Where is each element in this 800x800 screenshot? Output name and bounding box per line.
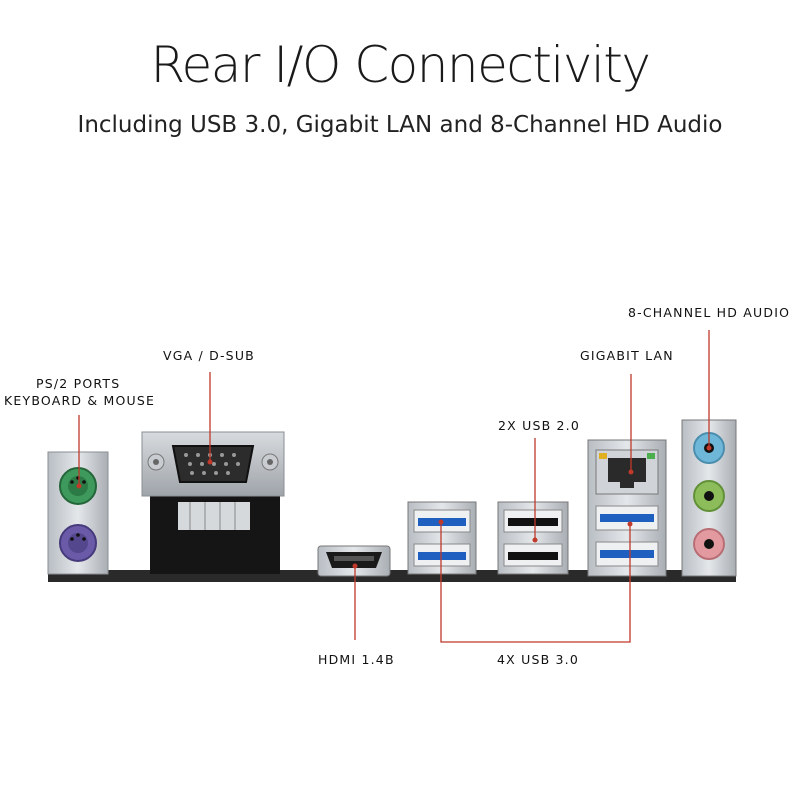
audio-jacks [681, 419, 737, 577]
ps2-label-line1: PS/2 PORTS [36, 376, 121, 391]
audio-label: 8-CHANNEL HD AUDIO [628, 305, 791, 320]
usb3-callout-line [440, 522, 631, 643]
hdmi-port [317, 545, 391, 577]
hdmi-label: HDMI 1.4B [318, 652, 395, 667]
callout-dots [76, 445, 712, 569]
vga-port [141, 431, 285, 574]
ps2-port-block [47, 451, 109, 575]
usb2-label: 2X USB 2.0 [498, 418, 581, 433]
usb3-stack-left [407, 501, 477, 575]
page-title: Rear I/O Connectivity [150, 36, 652, 94]
callout-lines [78, 330, 710, 643]
vga-label: VGA / D-SUB [163, 348, 255, 363]
lan-label: GIGABIT LAN [580, 348, 674, 363]
usb3-label: 4X USB 3.0 [497, 652, 580, 667]
usb2-stack [497, 501, 569, 575]
page-subtitle: Including USB 3.0, Gigabit LAN and 8-Cha… [77, 112, 723, 138]
lan-usb3-stack [587, 439, 667, 577]
ps2-label-line2: KEYBOARD & MOUSE [4, 393, 156, 408]
